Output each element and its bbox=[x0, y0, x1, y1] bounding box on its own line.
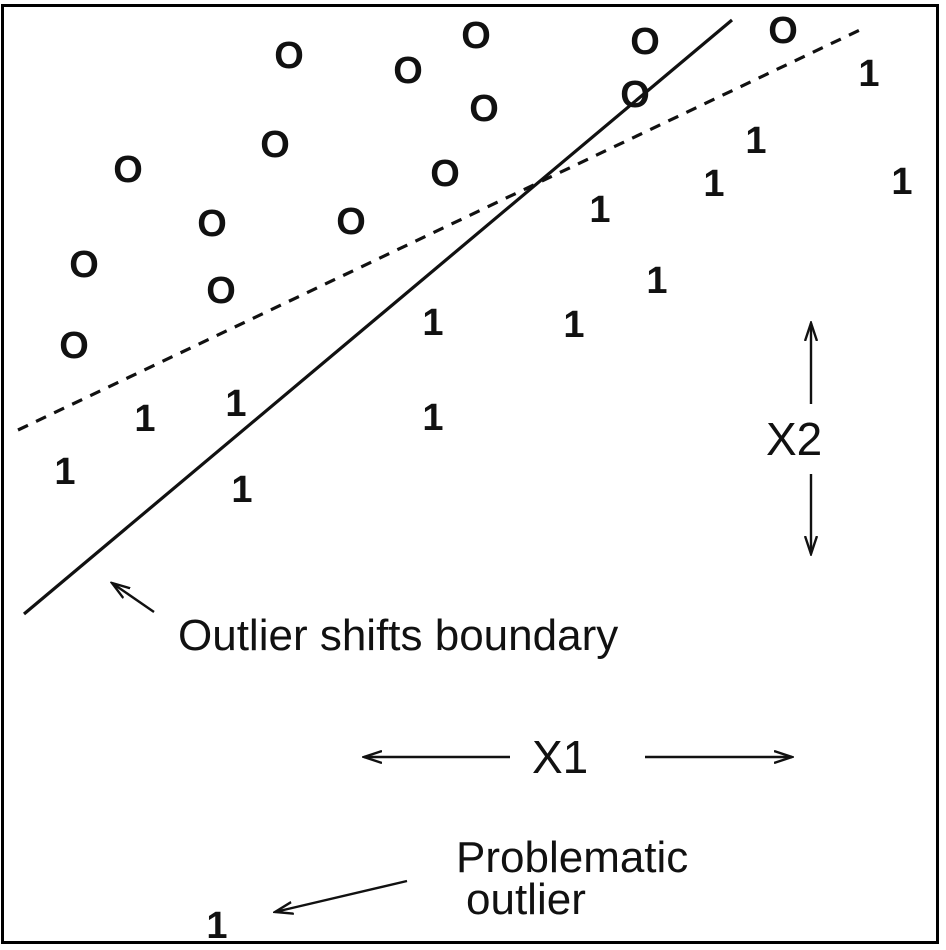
class-zero-point: O bbox=[768, 10, 798, 52]
outlier-annotation-line1: Problematic bbox=[456, 833, 688, 882]
class-zero-point: O bbox=[206, 270, 236, 312]
class-one-point: 1 bbox=[422, 302, 443, 344]
class-zero-point: O bbox=[260, 124, 290, 166]
class-zero-point: O bbox=[197, 203, 227, 245]
class-one-point: 1 bbox=[589, 189, 610, 231]
outlier-pointer-arrow bbox=[275, 879, 408, 912]
class-one-point: 1 bbox=[858, 53, 879, 95]
class-zero-point: O bbox=[274, 35, 304, 77]
boundary-annotation: Outlier shifts boundary bbox=[178, 611, 618, 660]
diagram-frame bbox=[1, 4, 939, 944]
x2-axis-label: X2 bbox=[766, 413, 822, 465]
outlier-annotation-line2: outlier bbox=[466, 875, 586, 924]
dashed-boundary-line bbox=[17, 26, 865, 432]
class-zero-point: O bbox=[69, 244, 99, 286]
class-one-point: 1 bbox=[891, 161, 912, 203]
class-zero-point: O bbox=[630, 21, 660, 63]
outlier-point: 1 bbox=[206, 905, 227, 947]
solid-boundary-line bbox=[22, 18, 734, 616]
class-one-point: 1 bbox=[225, 383, 246, 425]
class-zero-point: O bbox=[113, 149, 143, 191]
boundary-pointer-arrow bbox=[112, 583, 155, 613]
class-zero-point: O bbox=[336, 201, 366, 243]
class-one-point: 1 bbox=[745, 120, 766, 162]
x1-axis-label: X1 bbox=[532, 731, 588, 783]
class-zero-point: O bbox=[469, 88, 499, 130]
class-zero-point: O bbox=[430, 153, 460, 195]
class-zero-point: O bbox=[620, 74, 650, 116]
class-one-point: 1 bbox=[646, 260, 667, 302]
class-one-point: 1 bbox=[563, 304, 584, 346]
class-zero-point: O bbox=[393, 50, 423, 92]
class-one-point: 1 bbox=[703, 163, 724, 205]
class-one-point: 1 bbox=[134, 398, 155, 440]
class-one-point: 1 bbox=[54, 451, 75, 493]
class-one-point: 1 bbox=[422, 397, 443, 439]
class-one-point: 1 bbox=[231, 469, 252, 511]
class-zero-point: O bbox=[461, 15, 491, 57]
class-zero-point: O bbox=[59, 325, 89, 367]
